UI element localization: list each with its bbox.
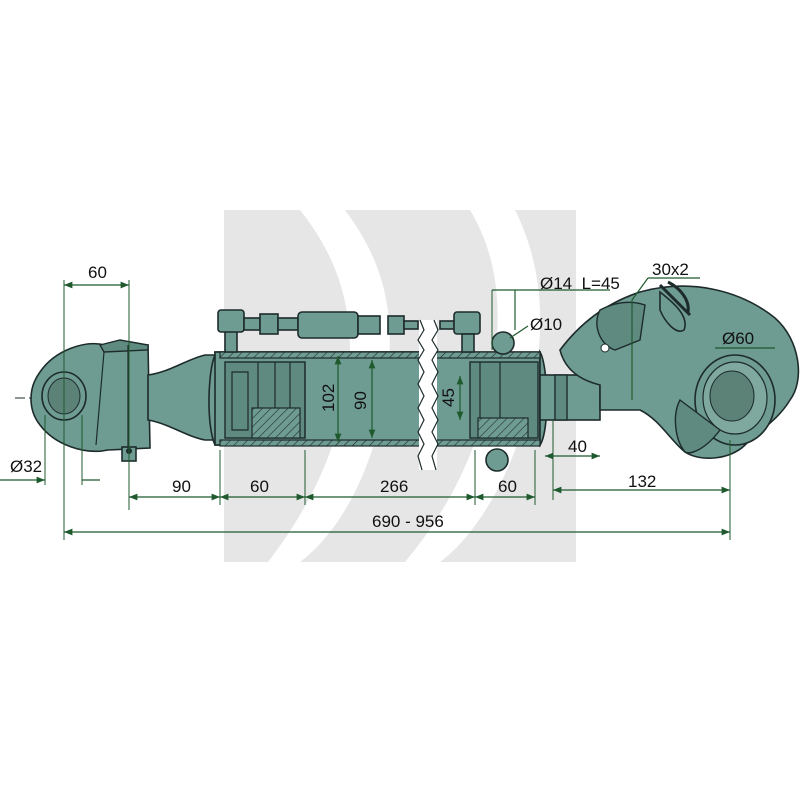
- dim-hook-ball: Ø60: [722, 329, 754, 348]
- dim-cylinder-inner: 90: [351, 391, 370, 410]
- ball-jaw-end: [30, 339, 216, 462]
- dim-cylinder-outer: 102: [319, 384, 338, 412]
- dim-overall-length: 690 - 956: [372, 512, 444, 531]
- dim-lock-pin: Ø10: [530, 315, 562, 334]
- dim-cylinder-head: 60: [250, 477, 269, 496]
- dim-rod-end: 60: [498, 477, 517, 496]
- dimension-labels: 60 Ø32 90 60 266 60 690 - 956 102 90 45 …: [10, 260, 754, 531]
- dim-ball-jaw-width: 60: [88, 263, 107, 282]
- dim-eye-to-cylinder: 90: [172, 477, 191, 496]
- dim-pin-diameter: Ø32: [10, 457, 42, 476]
- dim-stroke-section: 266: [380, 477, 408, 496]
- hydraulic-fittings: [217, 309, 481, 353]
- dim-rod-protrusion: 40: [568, 437, 587, 456]
- lock-pin-top: [491, 331, 515, 355]
- dim-hook-length: 132: [628, 472, 656, 491]
- break-marks: [417, 319, 439, 471]
- cylinder-body: [208, 349, 548, 448]
- dim-linch-pin: Ø14 L=45: [540, 274, 620, 293]
- dimension-lines: [0, 277, 775, 540]
- dim-hook-spring: 30x2: [652, 260, 689, 279]
- dim-rod-diameter: 45: [439, 388, 458, 407]
- hook-end: [559, 280, 800, 459]
- lock-pin-bottom: [485, 448, 509, 472]
